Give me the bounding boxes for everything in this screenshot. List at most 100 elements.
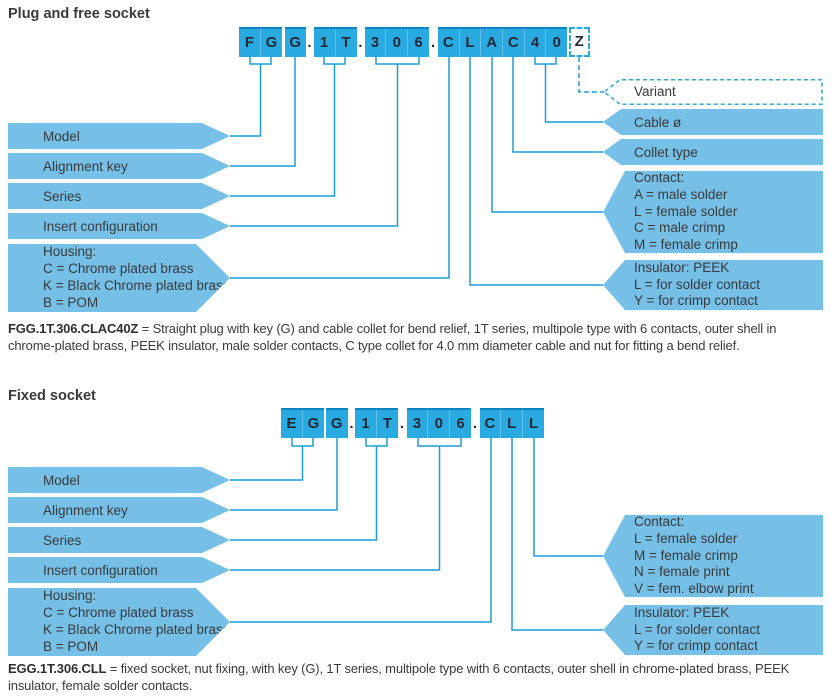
label-arrow-cable-diameter: Cable ø <box>603 109 823 135</box>
label-text: L = female solder <box>634 530 738 546</box>
label-arrow-model: Model <box>8 123 230 149</box>
socket-section-heading: Fixed socket <box>8 388 96 404</box>
label-text: L = for solder contact <box>634 276 760 292</box>
label-text: B = POM <box>43 638 99 654</box>
code-letter-cell: 4 <box>523 29 546 57</box>
code-separator-dot: . <box>399 415 405 432</box>
plug-code-variant-box: Z <box>568 27 590 57</box>
code-letter-cell: 6 <box>449 410 471 438</box>
plug-description-text: = Straight plug with key (G) and cable c… <box>8 321 777 353</box>
code-letter-cell: 1 <box>361 415 370 432</box>
label-text: B = POM <box>43 294 99 310</box>
code-separator-dot: . <box>358 34 363 51</box>
socket-code-group-series: 1 T <box>355 408 398 438</box>
socket-description-code: EGG.1T.306.CLL <box>8 661 107 676</box>
code-letter-cell: 1 <box>319 34 329 51</box>
socket-description: EGG.1T.306.CLL = fixed socket, nut fixin… <box>8 661 825 695</box>
code-letter-cell: G <box>289 34 302 51</box>
label-text: A = male solder <box>634 186 728 202</box>
label-arrow-contact: Contact: A = male solder L = female sold… <box>603 171 823 253</box>
code-letter-cell: 0 <box>385 29 407 57</box>
label-text: C = Chrome plated brass <box>43 261 194 277</box>
plug-section-heading: Plug and free socket <box>8 6 150 22</box>
code-letter-cell: E <box>286 415 297 432</box>
label-arrow-variant: Variant <box>603 79 823 105</box>
plug-code-group-key: G <box>284 27 306 57</box>
label-text: Housing: <box>43 588 97 604</box>
code-letter-cell: T <box>334 29 357 57</box>
code-letter-cell: A <box>480 29 502 57</box>
socket-code-group-options: C L L <box>479 408 544 438</box>
label-text: Y = for crimp contact <box>634 638 758 654</box>
code-letter-cell: G <box>260 29 282 57</box>
plug-code-group-insert: 3 0 6 <box>364 27 429 57</box>
label-text: Model <box>43 128 80 144</box>
label-text: Cable ø <box>634 114 682 130</box>
code-letter-cell: C <box>484 415 496 432</box>
label-text: L = female solder <box>634 203 738 219</box>
code-letter-cell: 0 <box>427 410 449 438</box>
label-text: V = fem. elbow print <box>634 581 754 597</box>
label-text: Series <box>43 188 82 204</box>
label-text: Alignment key <box>43 502 128 518</box>
code-letter-cell: G <box>330 415 343 432</box>
code-letter-cell: T <box>376 410 398 438</box>
label-text: K = Black Chrome plated brass <box>43 278 230 293</box>
socket-code-group-insert: 3 0 6 <box>406 408 471 438</box>
label-arrow-insert-configuration: Insert configuration <box>8 213 230 239</box>
code-letter-cell: 3 <box>412 415 422 432</box>
label-text: Insert configuration <box>43 218 158 234</box>
label-text: Insert configuration <box>43 562 158 578</box>
label-arrow-series: Series <box>8 183 230 209</box>
label-arrow-collet-type: Collet type <box>603 139 823 165</box>
socket-code-group-model: E G <box>281 408 324 438</box>
label-arrow-alignment-key: Alignment key <box>8 497 230 523</box>
label-text: N = female print <box>634 564 730 580</box>
label-text: L = for solder contact <box>634 621 760 637</box>
label-text: C = male crimp <box>634 220 726 236</box>
code-letter-cell: L <box>500 410 522 438</box>
label-text: Housing: <box>43 244 97 260</box>
label-text: K = Black Chrome plated brass <box>43 622 230 637</box>
label-arrow-model: Model <box>8 467 230 493</box>
code-separator-dot: . <box>430 34 436 51</box>
label-text: M = female crimp <box>634 237 738 253</box>
label-text: M = female crimp <box>634 547 738 563</box>
label-text: Y = for crimp contact <box>634 293 758 309</box>
plug-code-group-series: 1 T <box>313 27 357 57</box>
code-separator-dot: . <box>472 415 478 432</box>
variant-dashed-outline <box>603 79 823 105</box>
label-arrow-housing: Housing: C = Chrome plated brass K = Bla… <box>8 244 230 312</box>
plug-code-group-options: C L A C 4 0 <box>438 27 567 57</box>
code-letter-cell: L <box>522 410 544 438</box>
code-letter-cell: F <box>244 34 255 51</box>
label-text: Insulator: PEEK <box>634 259 730 275</box>
code-separator-dot: . <box>307 34 312 51</box>
code-letter-cell: L <box>458 29 481 57</box>
label-arrow-insert-configuration: Insert configuration <box>8 557 230 583</box>
code-letter-cell: G <box>302 410 324 438</box>
plug-description-code: FGG.1T.306.CLAC40Z <box>8 321 139 336</box>
label-arrow-insulator: Insulator: PEEK L = for solder contact Y… <box>603 605 823 655</box>
socket-description-text: = fixed socket, nut fixing, with key (G)… <box>8 661 790 693</box>
label-text: Alignment key <box>43 158 128 174</box>
label-text: Contact: <box>634 170 685 186</box>
code-letter-cell: C <box>442 34 454 51</box>
label-text: Series <box>43 532 82 548</box>
label-text: Variant <box>634 84 676 99</box>
label-arrow-series: Series <box>8 527 230 553</box>
code-letter-cell: 0 <box>545 29 567 57</box>
label-arrow-insulator: Insulator: PEEK L = for solder contact Y… <box>603 260 823 310</box>
label-arrow-alignment-key: Alignment key <box>8 153 230 179</box>
socket-code-group-key: G <box>326 408 348 438</box>
label-text: Contact: <box>634 514 685 530</box>
plug-description: FGG.1T.306.CLAC40Z = Straight plug with … <box>8 321 825 355</box>
code-letter-cell: C <box>502 29 524 57</box>
code-letter-cell: 3 <box>370 34 380 51</box>
label-text: Collet type <box>634 144 698 160</box>
label-arrow-contact: Contact: L = female solder M = female cr… <box>603 515 823 597</box>
label-text: Insulator: PEEK <box>634 604 730 620</box>
label-text: C = Chrome plated brass <box>43 605 194 621</box>
label-text: Model <box>43 472 80 488</box>
code-letter-cell: 6 <box>407 29 429 57</box>
